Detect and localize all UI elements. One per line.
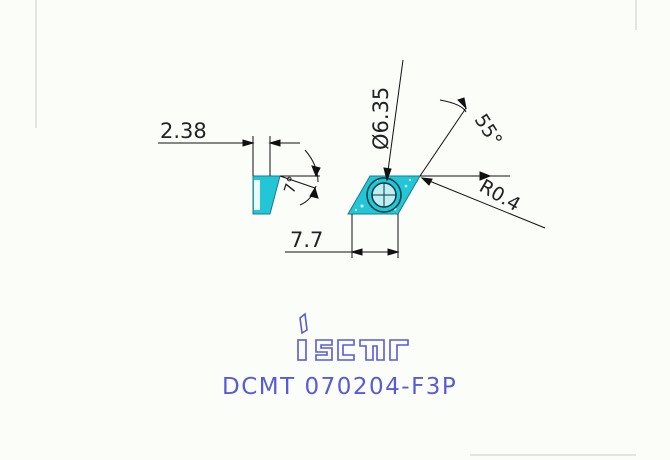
part-number: DCMT 070204-F3P — [222, 374, 457, 400]
brand-logo — [297, 312, 409, 361]
insert-side-highlight — [254, 180, 260, 210]
brand-logo-text: iscar — [0, 0, 3, 1]
top-view: Ø6.35 55° R0.4 7.7 — [285, 59, 546, 258]
thickness-label: 2.38 — [160, 119, 207, 143]
edge-length-dimension — [285, 214, 400, 258]
clearance-angle-dimension — [279, 149, 321, 206]
included-angle-dimension — [419, 97, 510, 181]
clearance-angle-label: 7° — [280, 174, 302, 196]
inscribed-circle — [366, 177, 402, 213]
included-angle-label: 55° — [470, 110, 507, 150]
drawing-frame — [35, 0, 637, 456]
inscribed-circle-label: Ø6.35 — [369, 87, 393, 150]
edge-length-label: 7.7 — [290, 228, 323, 252]
thickness-dimension — [158, 136, 300, 176]
side-view: 2.38 7° — [158, 119, 321, 215]
diameter-leader — [383, 59, 404, 182]
corner-radius-leader — [420, 177, 546, 229]
